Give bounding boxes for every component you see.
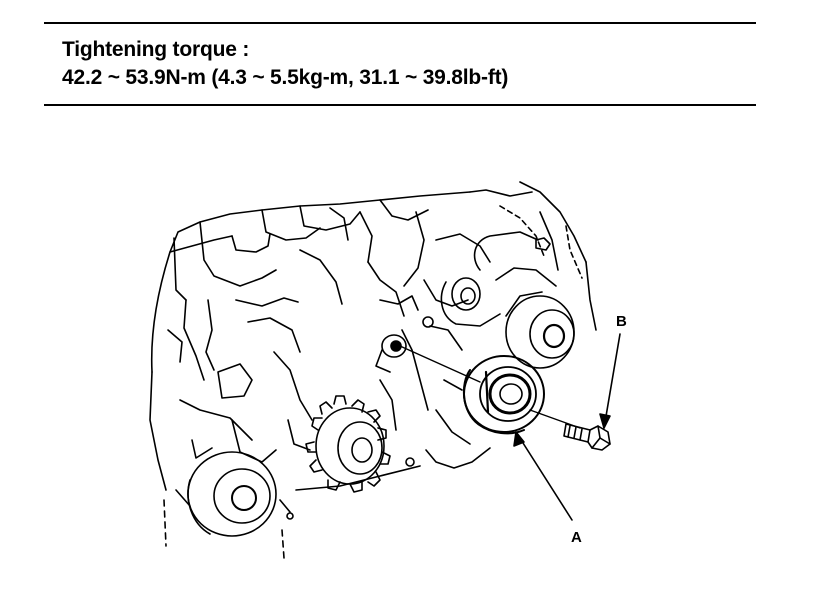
torque-heading: Tightening torque : bbox=[62, 38, 250, 61]
callout-b-leader bbox=[603, 333, 621, 429]
mounting-stud bbox=[375, 334, 407, 373]
torque-value: 42.2 ~ 53.9N-m (4.3 ~ 5.5kg-m, 31.1 ~ 39… bbox=[62, 66, 509, 89]
callout-a-label: A bbox=[571, 529, 582, 546]
engine-block-outline bbox=[149, 181, 597, 559]
tensioner-bracket bbox=[440, 277, 501, 327]
bolt-b bbox=[563, 423, 611, 451]
callout-b-arrowhead bbox=[599, 413, 611, 429]
crank-pulley bbox=[187, 451, 277, 537]
callout-a-leader bbox=[515, 431, 573, 521]
torque-spec-box: Tightening torque : 42.2 ~ 53.9N-m (4.3 … bbox=[44, 22, 756, 106]
crankshaft-sprocket bbox=[305, 395, 391, 493]
upper-idler-pulley bbox=[473, 231, 575, 369]
callout-b-label: B bbox=[616, 313, 627, 330]
callout-a-arrowhead bbox=[513, 431, 525, 447]
idler-pulley-a bbox=[462, 355, 545, 435]
